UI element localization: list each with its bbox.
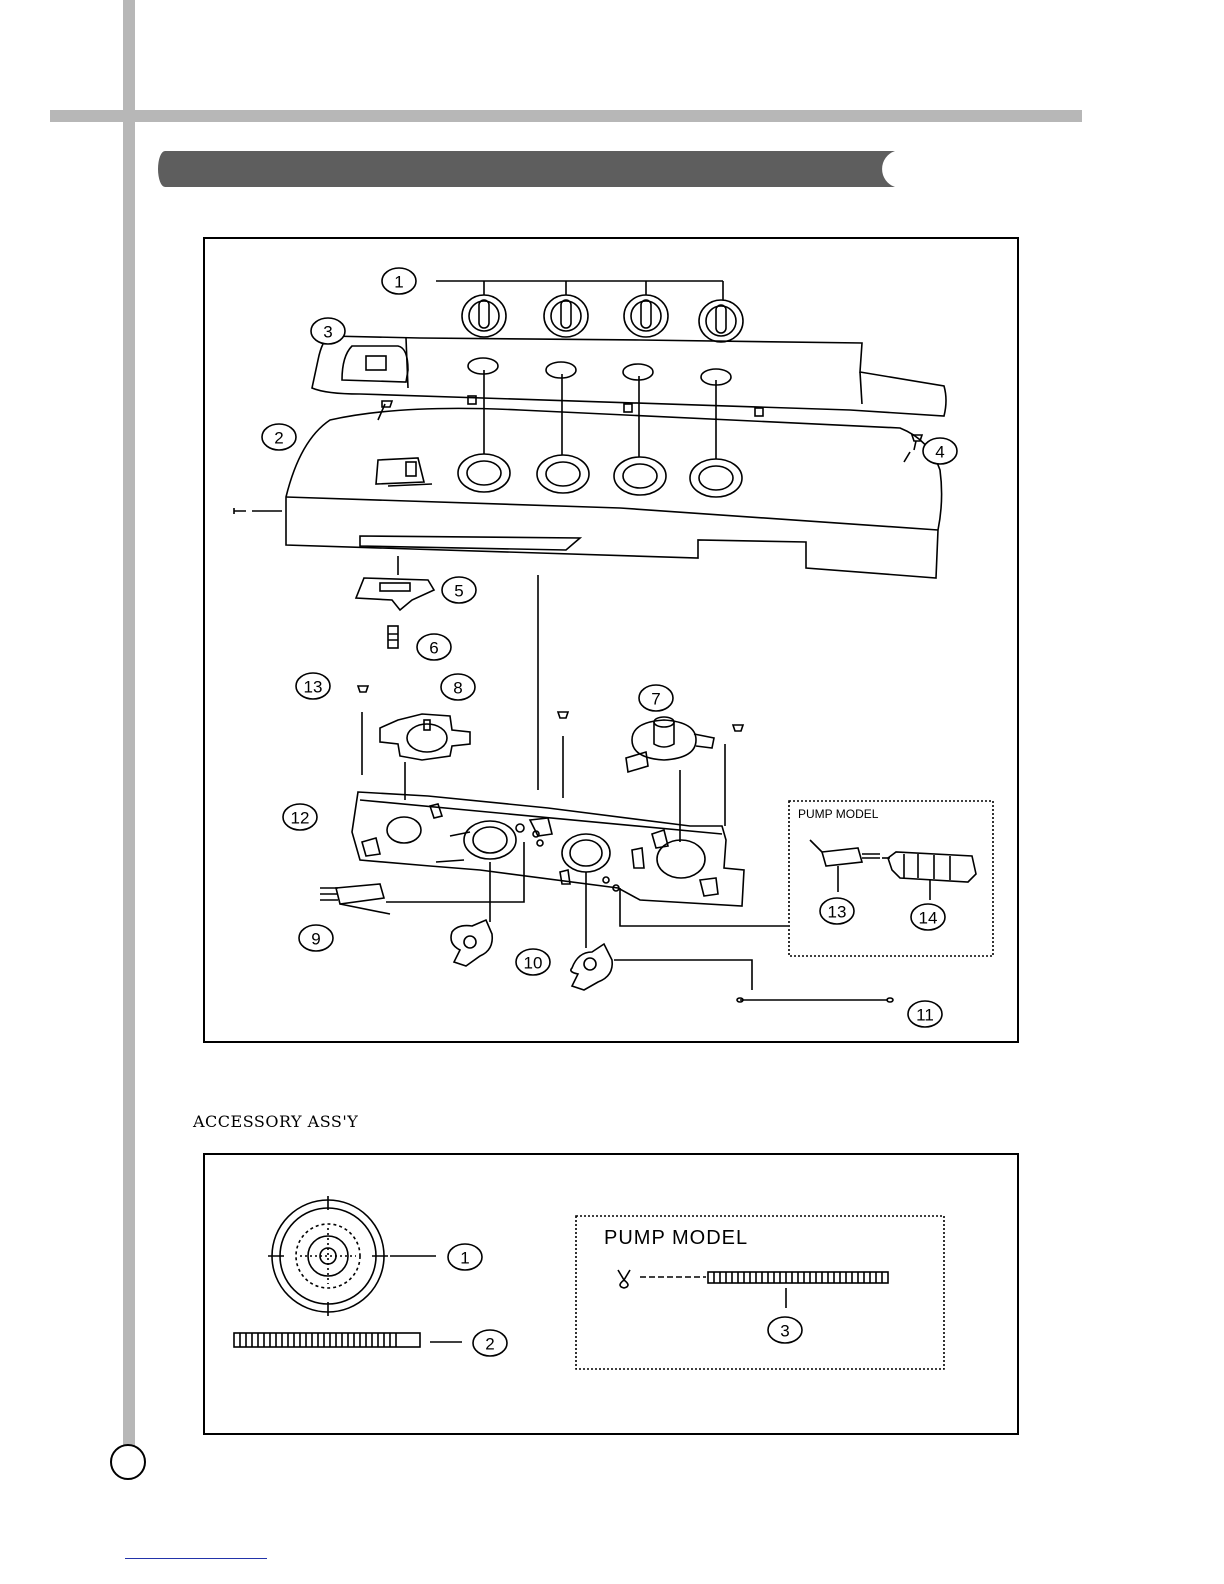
callout-acc-3: 3 [768, 1317, 802, 1343]
svg-text:10: 10 [524, 954, 543, 973]
part-9 [320, 884, 390, 914]
callout-4: 4 [923, 438, 957, 464]
svg-text:1: 1 [394, 273, 403, 292]
knob-4 [699, 300, 743, 342]
svg-text:7: 7 [651, 690, 660, 709]
callout-acc-1: 1 [448, 1244, 482, 1270]
svg-text:5: 5 [454, 582, 463, 601]
svg-text:11: 11 [916, 1006, 934, 1025]
svg-text:8: 8 [453, 679, 462, 698]
part-8 [380, 714, 470, 760]
knob-2 [544, 295, 588, 337]
main-plate [352, 792, 744, 906]
svg-text:13: 13 [304, 678, 323, 697]
callout-acc-2: 2 [473, 1330, 507, 1356]
svg-text:6: 6 [429, 639, 438, 658]
callout-12: 12 [283, 804, 317, 830]
svg-text:3: 3 [323, 323, 332, 342]
drain-filter [268, 1196, 388, 1316]
callout-6: 6 [417, 634, 451, 660]
top-cover [312, 336, 946, 416]
svg-text:3: 3 [780, 1322, 789, 1341]
svg-text:14: 14 [919, 909, 938, 928]
screw-side [234, 508, 282, 514]
part-10-cam-b [571, 944, 612, 990]
callout-11: 11 [908, 1001, 942, 1027]
callout-2: 2 [262, 424, 296, 450]
pump-model-label-accessory: PUMP MODEL [604, 1227, 748, 1249]
pump-harness [882, 852, 976, 882]
pump-switch [810, 840, 880, 866]
svg-text:12: 12 [291, 809, 310, 828]
svg-text:13: 13 [828, 903, 847, 922]
knob-seat-3 [614, 457, 666, 495]
knob-group [462, 295, 743, 342]
leader-1 [436, 281, 723, 300]
svg-text:2: 2 [274, 429, 283, 448]
pump-hose [618, 1270, 888, 1288]
pump-model-label-main: PUMP MODEL [798, 807, 879, 821]
knob-seat-1 [458, 454, 510, 492]
control-panel-base [286, 408, 942, 578]
svg-text:9: 9 [311, 930, 320, 949]
callout-10: 10 [516, 949, 550, 975]
callout-1: 1 [382, 268, 416, 294]
svg-text:1: 1 [460, 1249, 469, 1268]
svg-text:4: 4 [935, 443, 944, 462]
knob-seat-4 [690, 459, 742, 497]
callout-5: 5 [442, 577, 476, 603]
part-10-cam-a [451, 920, 492, 966]
part-7 [626, 717, 714, 772]
callout-9: 9 [299, 925, 333, 951]
callout-3: 3 [311, 318, 345, 344]
leader-9 [386, 842, 524, 902]
screw-13-top [358, 686, 368, 692]
footer-link-line [125, 1558, 267, 1559]
svg-text:2: 2 [485, 1335, 494, 1354]
part-5 [356, 578, 434, 610]
page-number-circle [110, 1444, 146, 1480]
callout-pump-14: 14 [911, 904, 945, 930]
pump-model-inset [789, 801, 993, 956]
callout-pump-13: 13 [820, 898, 854, 924]
callout-8: 8 [441, 674, 475, 700]
knob-1 [462, 295, 506, 337]
screw-right [733, 725, 743, 731]
callout-13: 13 [296, 673, 330, 699]
drain-hose [234, 1333, 420, 1347]
leader-11 [614, 960, 752, 990]
callout-7: 7 [639, 685, 673, 711]
part-6 [388, 626, 398, 648]
knob-seat-2 [537, 455, 589, 493]
part-11 [737, 998, 893, 1002]
screw-center [558, 712, 568, 718]
knob-3 [624, 295, 668, 337]
